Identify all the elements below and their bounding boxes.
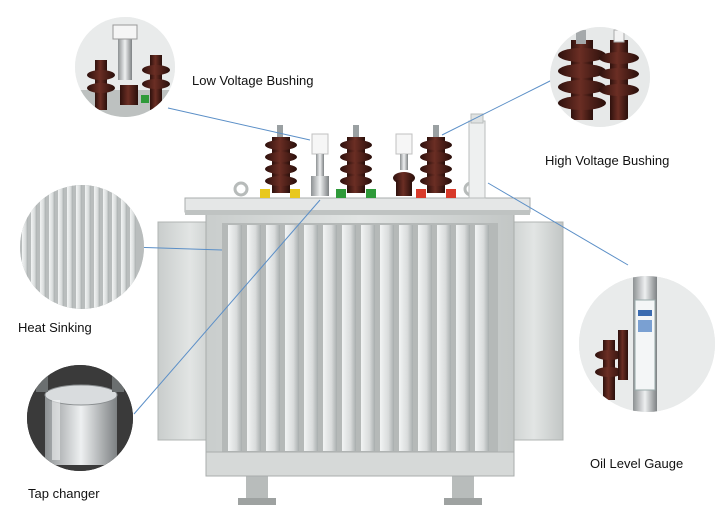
callout-line-heat	[129, 246, 223, 251]
callout-line-oil	[487, 182, 629, 266]
callout-lines	[129, 79, 629, 415]
oil-gauge-pipe	[468, 113, 486, 199]
label-high-voltage-bushing: High Voltage Bushing	[545, 153, 670, 168]
label-oil-level-gauge: Oil Level Gauge	[590, 456, 684, 471]
label-tap-changer: Tap changer	[28, 486, 100, 501]
label-heat-sinking: Heat Sinking	[18, 320, 92, 335]
lv-bushing-1	[311, 133, 329, 196]
hv-bushing-middle	[336, 125, 376, 198]
heat-sink-fins-closeup	[20, 185, 144, 309]
lv-bushing-2	[393, 133, 415, 196]
oil-level-gauge-closeup	[579, 276, 715, 412]
top-fittings	[233, 113, 486, 199]
low-voltage-bushing-closeup	[75, 17, 175, 117]
hv-bushing-left	[260, 125, 300, 198]
tap-changer-closeup	[27, 365, 133, 471]
high-voltage-bushing-closeup	[550, 27, 650, 127]
label-low-voltage-bushing: Low Voltage Bushing	[192, 73, 314, 88]
callout-line-lv	[167, 107, 311, 141]
radiator-fins	[222, 223, 498, 453]
callout-line-tap	[133, 199, 321, 415]
hv-bushing-right	[416, 125, 456, 198]
transformer-body	[157, 197, 564, 505]
callout-line-hv	[441, 79, 553, 136]
